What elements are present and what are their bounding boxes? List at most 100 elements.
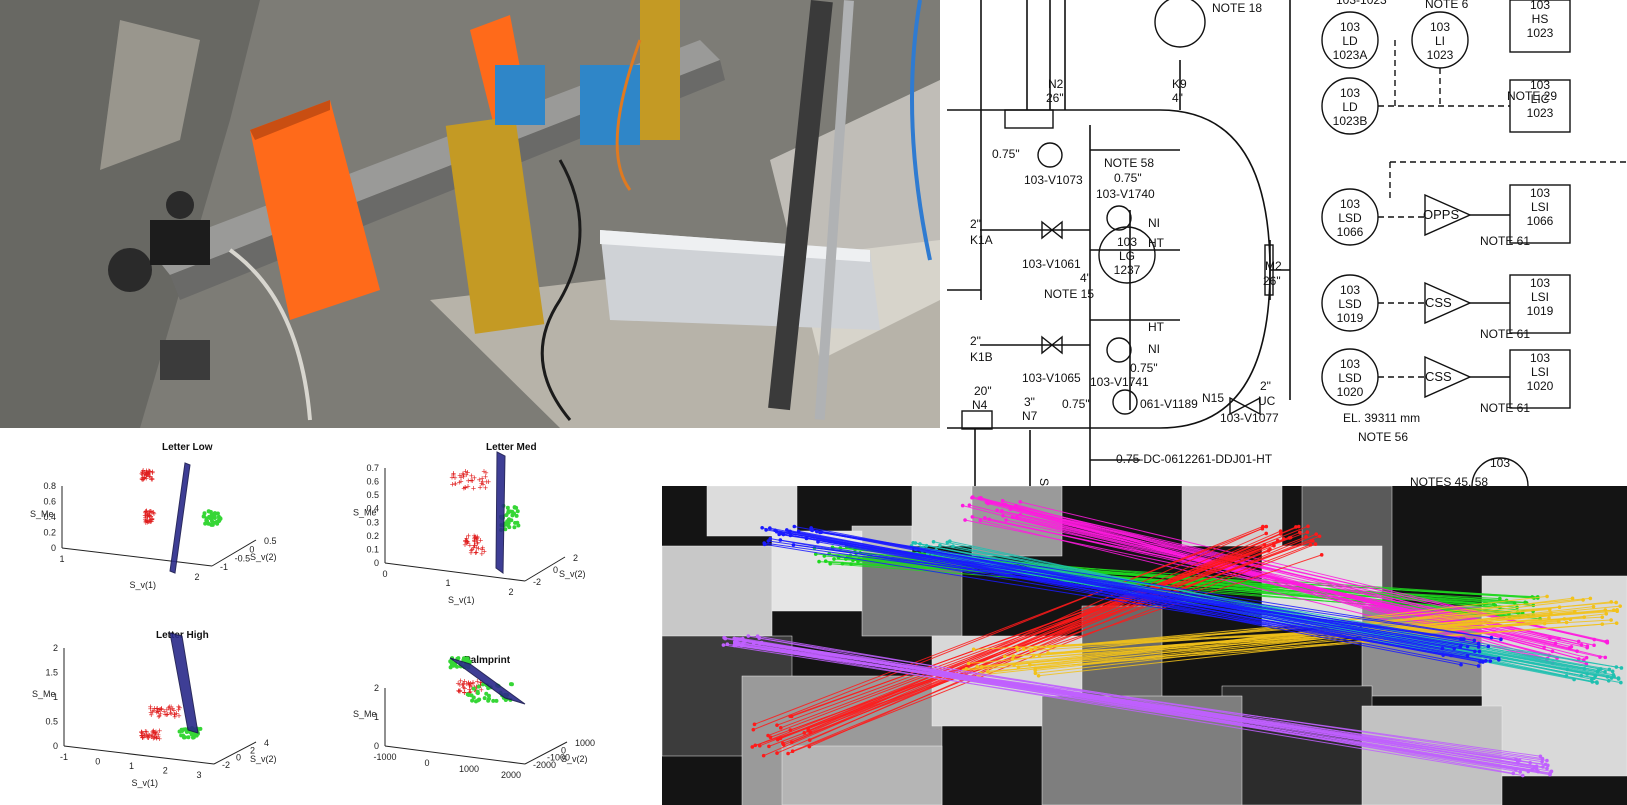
class-a-point: + (142, 510, 147, 520)
class-a-point: + (146, 510, 151, 520)
plot-p2-x-label: S_v(1) (448, 595, 475, 605)
class-a-point: + (143, 513, 148, 523)
keypoint (1584, 655, 1589, 660)
keypoint (1314, 532, 1319, 536)
plot-p4-z-tick: 1 (374, 712, 379, 722)
keypoint (918, 542, 922, 546)
instrument-hs-line-0: 103 (1530, 0, 1550, 12)
keypoint (1521, 773, 1525, 778)
instrument-ld_b-line-1: LD (1342, 100, 1358, 114)
keypoint (1605, 640, 1610, 645)
keypoint (1616, 677, 1621, 681)
class-a-point: + (146, 467, 151, 477)
feature-matching-photo (662, 486, 1627, 805)
plot-p2-x-tick: 2 (508, 587, 513, 597)
feature-match-line (1020, 501, 1595, 641)
keypoint (1518, 770, 1522, 774)
plot-p4-separating-plane (449, 657, 526, 705)
class-a-point: + (464, 536, 469, 546)
class-b-point (475, 691, 480, 696)
keypoint (1476, 664, 1481, 668)
class-a-point: + (479, 545, 484, 555)
class-a-point: + (457, 680, 462, 690)
class-b-point (180, 728, 185, 733)
keypoint (975, 664, 979, 669)
class-a-point: + (140, 473, 145, 483)
plot-p3-z-tick: 1 (53, 692, 58, 702)
keypoint (807, 738, 812, 742)
instrument-lsd1066-line-1: LSD (1338, 211, 1362, 225)
keypoint (832, 557, 836, 561)
keypoint (807, 744, 812, 749)
nozzle-k9-size: 4" (1172, 91, 1183, 105)
plot-p2-z-tick: 0 (374, 558, 379, 568)
class-a-point: + (177, 703, 182, 713)
tag-ni-1: NI (1148, 216, 1160, 230)
class-a-point: + (480, 543, 485, 553)
class-b-point (510, 509, 515, 514)
keypoint (979, 495, 983, 500)
class-a-point: + (155, 732, 160, 742)
class-a-point: + (472, 531, 477, 541)
class-a-point: + (483, 468, 488, 478)
note-61-3: NOTE 61 (1480, 401, 1530, 415)
class-b-point (486, 693, 491, 698)
class-a-point: + (464, 536, 469, 546)
keypoint (1570, 596, 1575, 601)
instrument-hs-line-2: 1023 (1527, 26, 1554, 40)
keypoint (722, 635, 726, 640)
class-a-point: + (472, 473, 477, 483)
feature-match-line (808, 544, 1265, 732)
note-58: NOTE 58 (1104, 156, 1154, 170)
class-a-point: + (143, 471, 148, 481)
plot-p2-z-tick: 0.7 (366, 463, 379, 473)
plot-p3-z-tick: 0 (53, 741, 58, 751)
plot-p1-z-tick: 0.8 (43, 481, 56, 491)
class-b-point (471, 686, 476, 691)
instrument-lsi1066-line-0: 103 (1530, 186, 1550, 200)
class-a-point: + (144, 510, 149, 520)
class-a-point: + (143, 508, 148, 518)
keypoint (1579, 642, 1584, 647)
class-a-point: + (468, 475, 473, 485)
instrument-lsi1019-line-0: 103 (1530, 276, 1550, 290)
class-a-point: + (148, 517, 153, 527)
class-a-point: + (456, 686, 461, 696)
keypoint (1615, 609, 1619, 614)
plot-p4-x-tick: 1000 (459, 764, 479, 774)
class-a-point: + (140, 733, 145, 743)
keypoint (802, 731, 807, 735)
plot-p3-x-tick: 2 (163, 766, 168, 776)
plot-p2-separating-plane (495, 451, 506, 574)
class-a-point: + (149, 514, 154, 524)
feature-match-line (792, 533, 1317, 752)
pid-drawing: NOTE 18 NOTE 6 N2 26" K9 4" 0.75" 103-V1… (947, 0, 1627, 486)
class-a-point: + (449, 472, 454, 482)
keypoint (1476, 645, 1481, 649)
class-a-point: + (483, 472, 488, 482)
keypoint (1278, 532, 1283, 536)
class-a-point: + (472, 541, 477, 551)
nozzle-k1a: K1A (970, 233, 993, 247)
plot-p3-y-label: S_v(2) (250, 754, 277, 764)
keypoint (963, 518, 967, 522)
class-b-point (465, 692, 470, 697)
instrument-li-line-2: 1023 (1427, 48, 1454, 62)
class-a-point: + (142, 473, 147, 483)
class-b-point (476, 684, 481, 689)
class-a-point: + (468, 682, 473, 692)
class-a-point: + (148, 730, 153, 740)
keypoint (1465, 644, 1470, 649)
class-a-point: + (464, 470, 469, 480)
class-a-point: + (463, 535, 468, 545)
class-a-point: + (139, 474, 144, 484)
note-6: NOTE 6 (1425, 0, 1469, 11)
keypoint (967, 503, 972, 507)
class-a-point: + (147, 471, 152, 481)
class-b-point (504, 513, 509, 518)
keypoint (1018, 500, 1023, 504)
keypoint (1298, 530, 1302, 535)
feature-match-line (734, 643, 1543, 763)
keypoint (1472, 638, 1477, 643)
